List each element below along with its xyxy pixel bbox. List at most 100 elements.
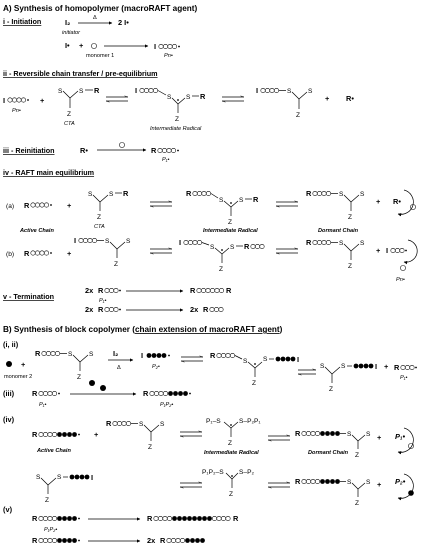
delta-label: Δ xyxy=(117,365,121,371)
svg-text:R: R xyxy=(200,92,206,101)
r-label: R xyxy=(143,389,149,398)
pn-label: Pn• xyxy=(396,277,405,283)
macro-cta-structure: S S Z xyxy=(131,421,165,451)
step-iii-label: (iii) xyxy=(3,389,15,398)
monomer2-icon xyxy=(100,385,106,391)
two-i-label: 2 I• xyxy=(118,18,129,27)
chain-icon xyxy=(192,191,211,196)
r-label: R xyxy=(226,286,232,295)
chain-start-i: I xyxy=(179,238,181,247)
monomer-icon xyxy=(408,443,414,449)
monomer-cycle-arrow xyxy=(397,189,414,217)
step-b-label: (b) xyxy=(6,251,14,258)
diblock-chain-icon xyxy=(38,538,80,543)
svg-text:S: S xyxy=(263,356,268,363)
svg-text:R: R xyxy=(253,195,259,204)
svg-text:S: S xyxy=(58,88,63,95)
p1p2-label: P₁P₂• xyxy=(160,402,173,408)
svg-text:S: S xyxy=(320,363,325,370)
plus-sign: + xyxy=(376,246,381,255)
svg-text:S: S xyxy=(105,238,110,245)
equilibrium-arrow xyxy=(180,483,202,487)
monomer-cycle-arrow xyxy=(397,473,414,501)
dormant-chain-label: Dormant Chain xyxy=(318,228,359,234)
svg-text:S–P₂: S–P₂ xyxy=(239,469,254,476)
r-label: R xyxy=(295,477,301,486)
svg-text:S: S xyxy=(339,240,344,247)
svg-text:S: S xyxy=(341,363,346,370)
plus-sign: + xyxy=(40,96,45,105)
diblock-chain-icon xyxy=(38,516,80,521)
i-radical-label: I• xyxy=(65,41,70,50)
r-label: R xyxy=(32,389,38,398)
r-label: R xyxy=(210,351,216,360)
svg-text:S: S xyxy=(339,191,344,198)
r-label: R xyxy=(160,536,166,545)
termination-title: v - Termination xyxy=(3,292,54,301)
svg-text:S: S xyxy=(109,191,114,198)
svg-text:S: S xyxy=(219,197,224,204)
macro-cta-structure: S S Z xyxy=(60,351,94,381)
chain-icon xyxy=(78,238,97,243)
chain-start-i: I xyxy=(154,42,156,51)
svg-text:S: S xyxy=(88,191,93,198)
pn-label: Pn• xyxy=(164,53,173,59)
diblock-chain-icon xyxy=(166,538,205,543)
dormant-chain-structure: S S Z xyxy=(331,191,365,221)
chain-start-i: I xyxy=(135,86,137,95)
plus-sign: + xyxy=(325,94,330,103)
monomer-icon xyxy=(400,265,406,271)
svg-text:Z: Z xyxy=(77,374,81,381)
intermediate-radical-structure: S S I Z xyxy=(234,355,299,387)
svg-text:S: S xyxy=(366,479,371,486)
svg-text:Z: Z xyxy=(348,263,352,270)
monomer1-label: monomer 1 xyxy=(86,53,114,59)
r-label: R xyxy=(106,419,112,428)
p1-label: P₁• xyxy=(39,402,46,408)
plus-sign: + xyxy=(21,360,26,369)
coupled-chain-icon xyxy=(196,288,224,293)
svg-text:I: I xyxy=(297,355,299,364)
svg-text:I: I xyxy=(91,473,93,482)
svg-text:S: S xyxy=(139,421,144,428)
chain-icon xyxy=(312,191,331,196)
chain-icon xyxy=(312,240,331,245)
p1-label: P₁• xyxy=(99,298,106,304)
svg-text:S: S xyxy=(126,238,131,245)
monomer2-icon xyxy=(89,380,95,386)
r-label: R xyxy=(98,305,104,314)
cta-label: CTA xyxy=(94,224,105,230)
svg-text:P₁–S: P₁–S xyxy=(206,418,221,425)
r-label: R xyxy=(306,189,312,198)
svg-text:S: S xyxy=(160,421,165,428)
intermediate-radical-structure: S S R Z xyxy=(210,193,259,226)
svg-text:I: I xyxy=(375,362,377,371)
equilibrium-arrow xyxy=(276,249,298,253)
chain-icon xyxy=(400,365,417,370)
svg-text:Z: Z xyxy=(175,116,179,123)
two-x-label: 2x xyxy=(85,286,94,295)
intermediate-radical-structure: P₁P₂–S S–P₂ Z xyxy=(202,469,254,498)
p1-label: P₁• xyxy=(395,432,406,441)
svg-text:Z: Z xyxy=(97,214,101,221)
triblock-chain-icon xyxy=(153,516,231,521)
equilibrium-arrow xyxy=(150,249,172,253)
r-label: R xyxy=(32,430,38,439)
intermediate-radical-structure: S S R Z xyxy=(157,90,206,123)
filled-chain-icon xyxy=(146,353,170,358)
svg-text:S: S xyxy=(186,94,191,101)
svg-text:S: S xyxy=(347,431,352,438)
i2-label: I₂ xyxy=(113,349,118,358)
chain-icon xyxy=(30,250,52,256)
r-label: R xyxy=(295,429,301,438)
svg-text:S: S xyxy=(360,191,365,198)
delta-label: Δ xyxy=(93,15,97,21)
r-label: R xyxy=(306,238,312,247)
initiator-label: initiator xyxy=(62,30,81,36)
svg-text:Z: Z xyxy=(67,111,71,118)
svg-text:S–P₂P₁: S–P₂P₁ xyxy=(239,418,261,425)
section-b-title-link: chain extension of macroRAFT agent xyxy=(135,325,280,334)
chain-icon xyxy=(41,351,60,356)
chain-icon xyxy=(157,148,179,153)
